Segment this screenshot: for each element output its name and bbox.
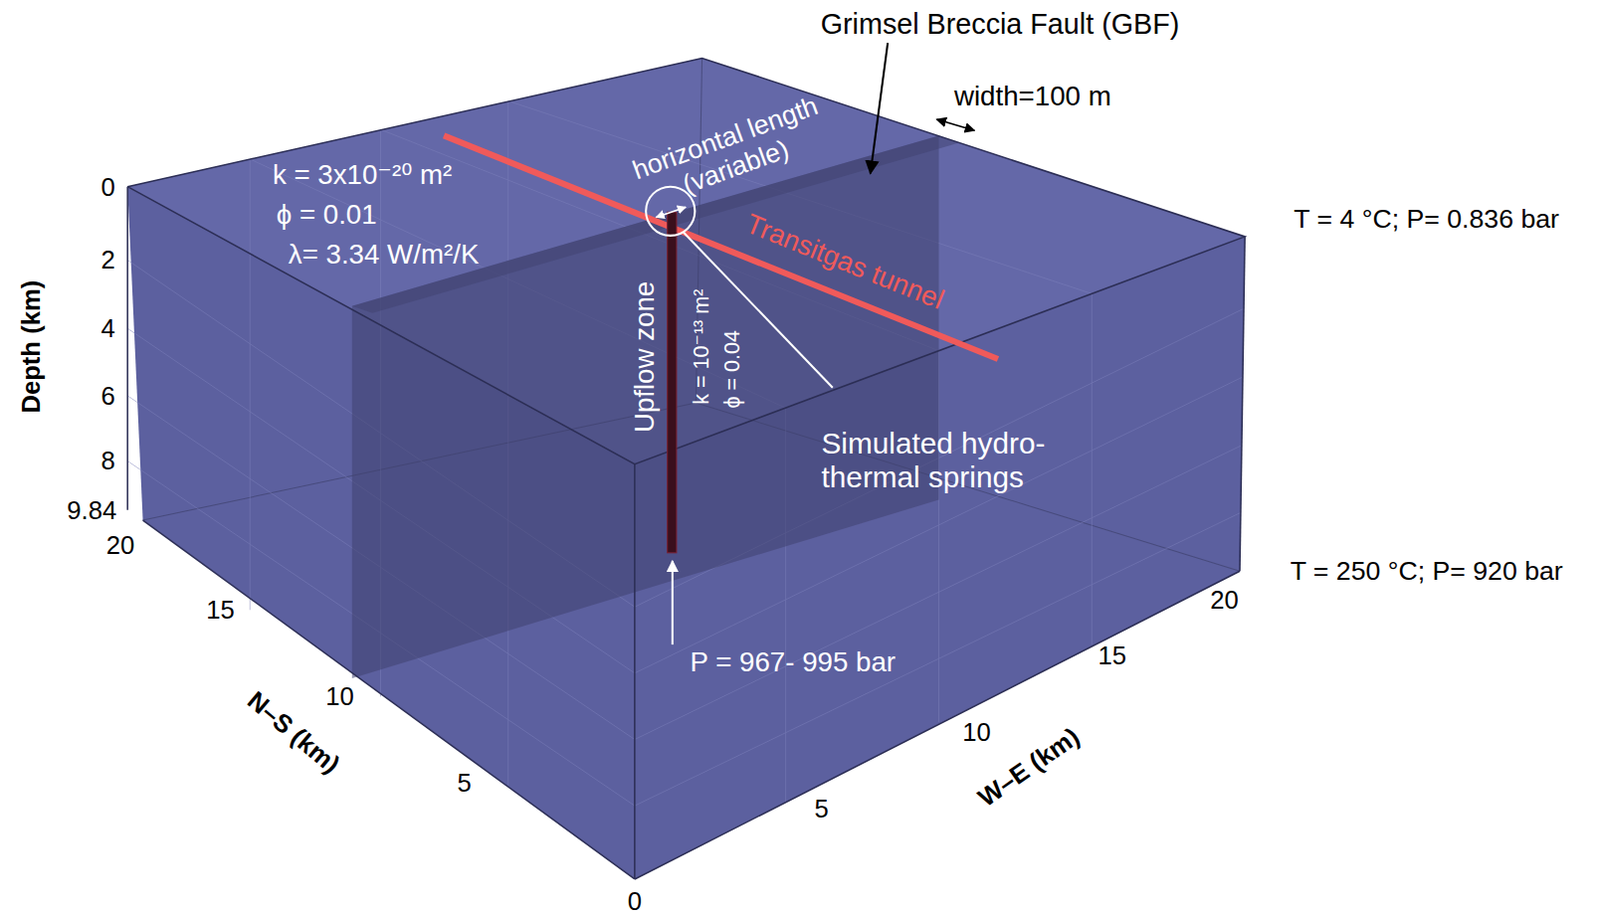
tunnel-label: Transitgas tunnel	[741, 207, 949, 317]
rock-porosity: ϕ = 0.01	[276, 199, 378, 231]
tick-label: 6	[101, 381, 116, 410]
block-edges	[127, 57, 1245, 880]
fault-label: Grimsel Breccia Fault (GBF)	[820, 7, 1181, 41]
upflow-zone	[667, 211, 677, 554]
pressure-arrow	[671, 561, 674, 645]
tick-label: 5	[456, 769, 471, 799]
rock-permeability: k = 3x10⁻²⁰ m²	[272, 159, 452, 192]
tick-label: 15	[1098, 641, 1128, 671]
tick-label: 15	[205, 596, 235, 625]
tick-label: 10	[325, 682, 355, 712]
model-domain	[127, 57, 1245, 880]
tick-label: 2	[101, 245, 116, 275]
length-arrow	[655, 206, 686, 217]
tick-label: 10	[962, 718, 992, 748]
inflow-pressure: P = 967- 995 bar	[690, 647, 897, 680]
tick-label: 5	[813, 794, 828, 823]
tick-label: 0	[101, 172, 116, 201]
length-label: horizontal length (variable)	[600, 80, 861, 225]
width-label: width=100 m	[954, 81, 1112, 114]
tick-label: 20	[106, 531, 136, 561]
tick-label: 8	[101, 446, 116, 476]
tick-label: 20	[1209, 585, 1239, 614]
upflow-porosity: ϕ = 0.04	[720, 330, 746, 409]
top-boundary: T = 4 °C; P= 0.836 bar	[1293, 203, 1560, 235]
rock-conductivity: λ= 3.34 W/m²/K	[288, 238, 480, 271]
upflow-permeability: k = 10⁻¹³ m²	[688, 289, 714, 405]
springs-label: Simulated hydro-thermal springs	[821, 426, 1118, 495]
tick-label: 0	[627, 887, 642, 915]
gbf-leader	[870, 42, 888, 174]
width-arrow	[936, 119, 975, 131]
bottom-boundary: T = 250 °C; P= 920 bar	[1290, 556, 1564, 588]
axis-title: Depth (km)	[15, 280, 45, 414]
tick-label: 4	[101, 313, 116, 343]
upflow-label: Upflow zone	[628, 281, 661, 433]
grid-lines	[127, 101, 1243, 807]
tick-label: 9.84	[66, 495, 117, 525]
